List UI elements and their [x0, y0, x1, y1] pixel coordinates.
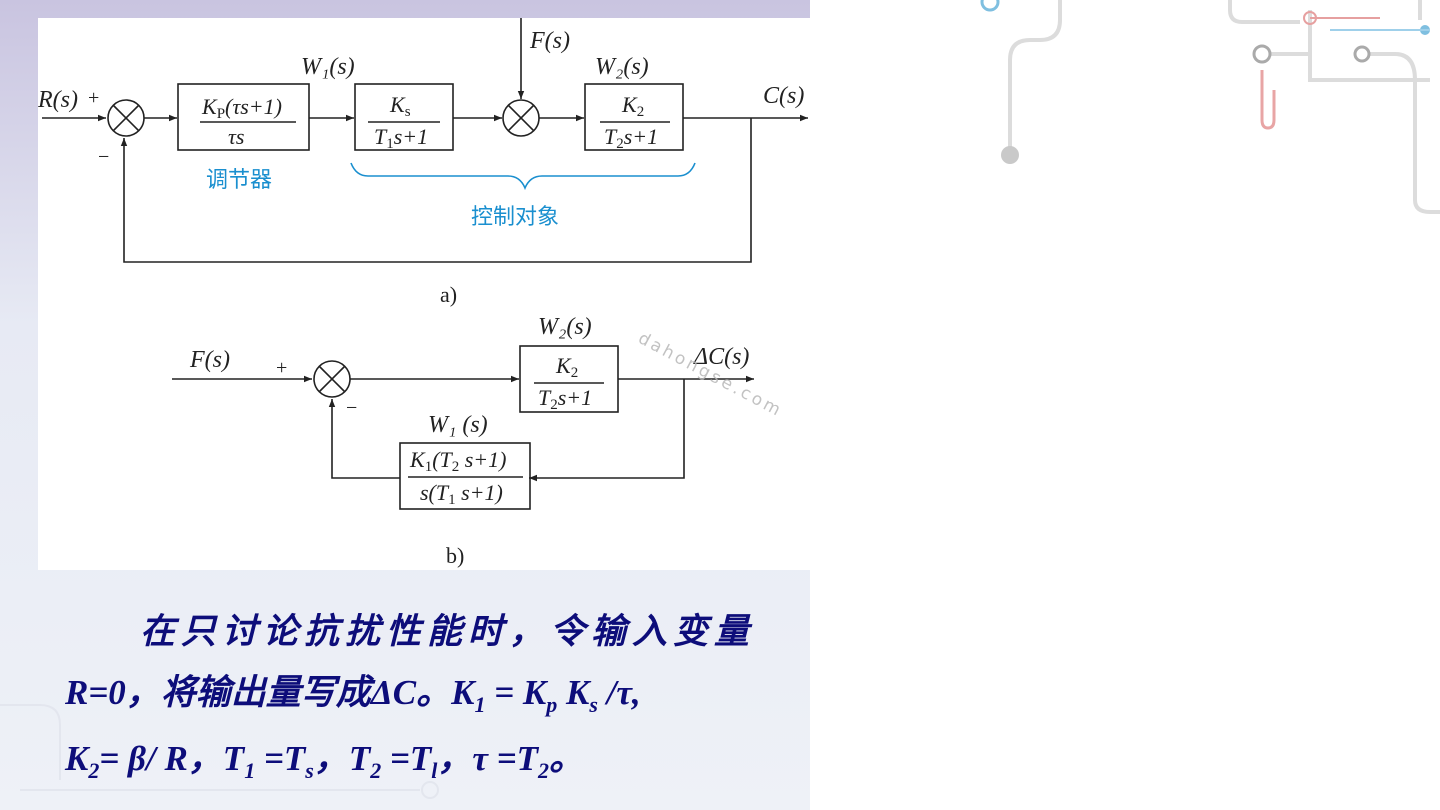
feedback-block-b — [399, 442, 531, 510]
w2-label-a: W₂(s) — [595, 54, 649, 80]
controller-cn-label: 调节器 — [206, 168, 272, 193]
plant1-denominator: T1s+1 — [374, 124, 428, 152]
plus-sign-b: + — [276, 357, 287, 379]
w2-label-b: W₂(s) — [538, 314, 592, 340]
f-disturbance-label: F(s) — [529, 28, 570, 54]
caption-b: b) — [446, 543, 464, 568]
text-line-3: K2= β/ R，T1 =Ts，T2 =Tl，τ =T2。 — [65, 739, 585, 783]
w1-label-b: W₁ (s) — [428, 412, 488, 438]
plus-sign-a: + — [88, 87, 99, 109]
delta-c-output-label: ΔC(s) — [693, 344, 749, 370]
plant1-block — [354, 83, 454, 151]
text-line-2: R=0，将输出量写成ΔC。K1 = Kp Ks /τ, — [65, 673, 641, 717]
text-line-1: 在只讨论抗扰性能时，令输入变量 — [140, 612, 756, 651]
controller-numerator: KP(τs+1) — [201, 94, 282, 122]
w1-label-a: W₁(s) — [301, 54, 355, 80]
plant2-denominator: T2s+1 — [604, 124, 658, 152]
plant-cn-label: 控制对象 — [471, 205, 559, 230]
forward-numerator-b: K2 — [555, 353, 578, 381]
r-input-label: R(s) — [38, 87, 78, 113]
controller-block — [177, 83, 310, 151]
forward-denominator-b: T2s+1 — [538, 385, 592, 413]
f-input-label-b: F(s) — [189, 347, 230, 373]
c-output-label: C(s) — [763, 83, 804, 109]
feedback-denominator-b: s(T1 s+1) — [420, 480, 503, 508]
caption-a: a) — [440, 282, 457, 307]
block-diagrams-svg: R(s) + − F(s) C(s) W₁(s) W₂(s) KP(τs+1) … — [37, 18, 808, 568]
controller-denominator: τs — [228, 124, 244, 149]
plant1-numerator: Ks — [389, 92, 411, 120]
plant2-block — [584, 83, 684, 151]
feedback-numerator-b: K1(T2 s+1) — [409, 447, 506, 475]
diagram-a — [42, 18, 808, 263]
block-diagram-panel: R(s) + − F(s) C(s) W₁(s) W₂(s) KP(τs+1) … — [37, 18, 810, 570]
minus-sign-b: − — [346, 397, 357, 419]
minus-sign-a: − — [98, 146, 109, 168]
plant2-numerator: K2 — [621, 92, 644, 120]
slide-background-right — [810, 0, 1440, 810]
diagram-b — [172, 345, 754, 510]
